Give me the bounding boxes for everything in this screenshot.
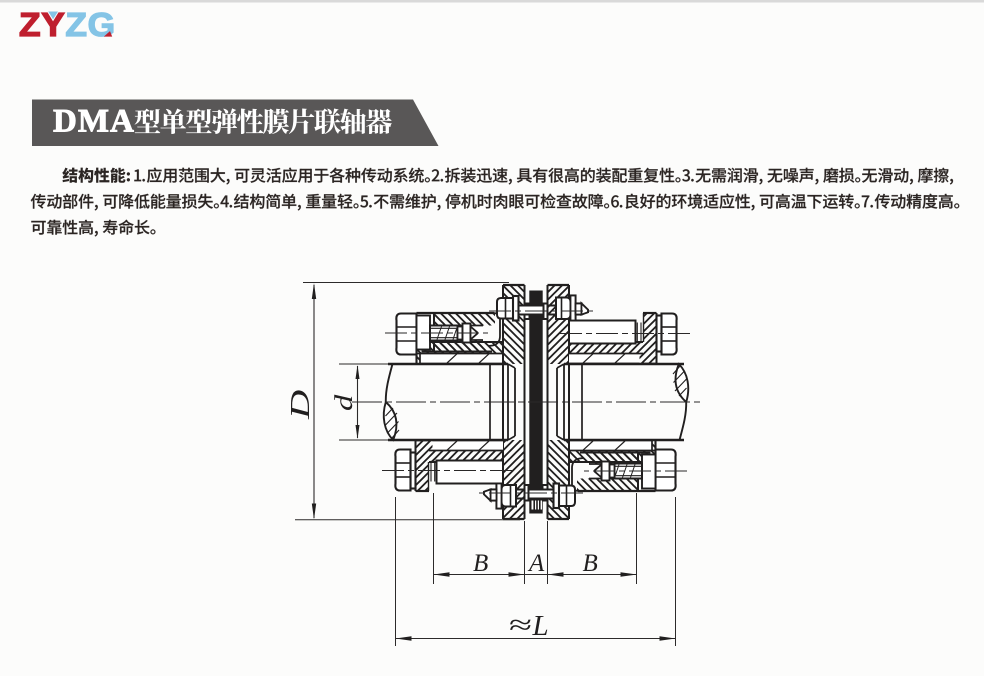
svg-text:DMA: DMA — [53, 104, 135, 140]
svg-text:ZYZG: ZYZG — [19, 7, 116, 44]
svg-text:≈: ≈ — [509, 609, 532, 640]
svg-text:B: B — [473, 550, 488, 577]
svg-text:B: B — [583, 550, 598, 577]
svg-text:L: L — [532, 610, 549, 642]
svg-text:d: d — [330, 394, 358, 411]
svg-text:D: D — [285, 390, 315, 421]
svg-text:A: A — [527, 550, 545, 577]
